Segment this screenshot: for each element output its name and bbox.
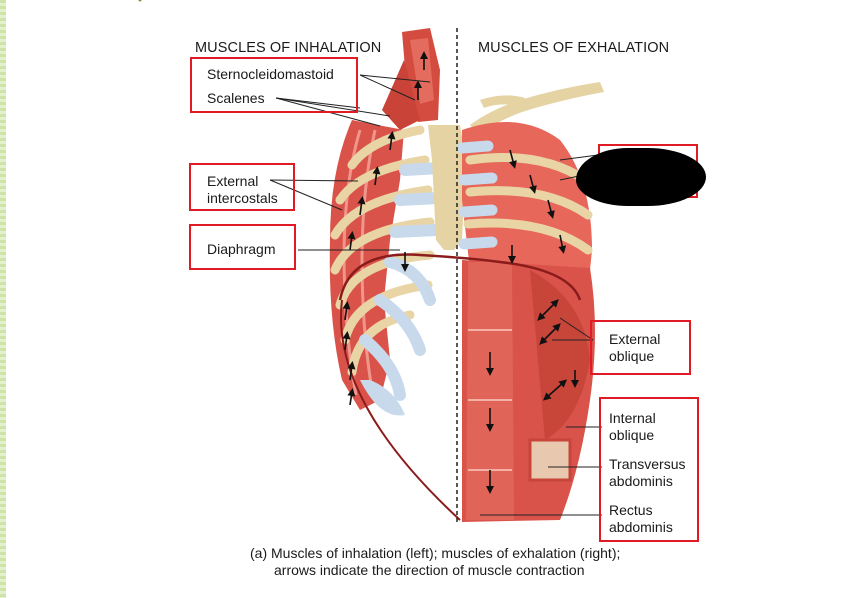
label-internal-oblique-2: oblique [609, 427, 654, 443]
label-rectus-2: abdominis [609, 519, 673, 535]
redaction-blob [576, 148, 706, 206]
label-external-intercostals-1: External [207, 173, 258, 189]
label-scalenes: Scalenes [207, 90, 265, 106]
left-thorax [330, 120, 440, 416]
caption-line-2: arrows indicate the direction of muscle … [250, 562, 710, 579]
label-transversus-2: abdominis [609, 473, 673, 489]
label-sternocleidomastoid: Sternocleidomastoid [207, 66, 334, 82]
abdominal-muscles [462, 260, 595, 522]
label-external-intercostals-2: intercostals [207, 190, 278, 206]
label-rectus-1: Rectus [609, 502, 653, 518]
inhalation-heading: MUSCLES OF INHALATION [195, 40, 381, 56]
label-external-oblique-1: External [609, 331, 660, 347]
neck-muscles [382, 28, 440, 130]
figure-caption: (a) Muscles of inhalation (left); muscle… [250, 545, 710, 579]
label-external-oblique-2: oblique [609, 348, 654, 364]
label-transversus-1: Transversus [609, 456, 686, 472]
label-internal-oblique-1: Internal [609, 410, 656, 426]
right-thorax [462, 122, 592, 270]
caption-line-1: (a) Muscles of inhalation (left); muscle… [250, 545, 710, 562]
exhalation-heading: MUSCLES OF EXHALATION [478, 40, 669, 56]
label-diaphragm: Diaphragm [207, 241, 275, 257]
